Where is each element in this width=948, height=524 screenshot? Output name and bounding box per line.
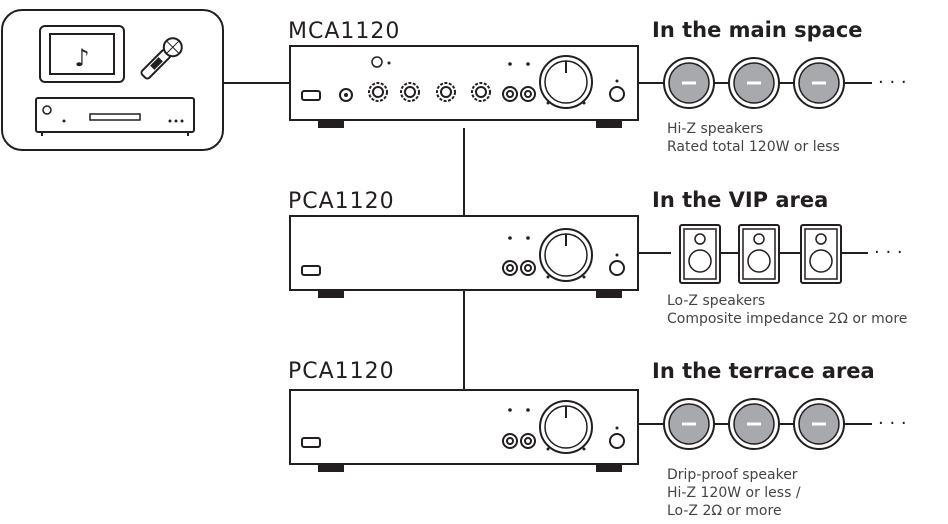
selector-buttons bbox=[502, 433, 536, 449]
zone-note: Rated total 120W or less bbox=[667, 139, 840, 155]
zone-title: In the VIP area bbox=[652, 188, 828, 212]
usb-port-icon bbox=[301, 265, 321, 276]
power-button-icon bbox=[609, 86, 625, 102]
ceiling-speaker-icon bbox=[663, 57, 715, 109]
zone-note: Drip-proof speaker bbox=[667, 467, 798, 483]
amp-name-label: PCA1120 bbox=[288, 189, 395, 214]
amplifier-pca1120-terrace: PCA1120 bbox=[288, 359, 639, 472]
ceiling-speaker-icon bbox=[663, 398, 715, 450]
zone-vip-area: In the VIP area · · · Lo-Z speakers Comp… bbox=[652, 188, 907, 327]
volume-knob-icon bbox=[539, 228, 593, 282]
zone-note: Lo-Z speakers bbox=[667, 293, 765, 309]
power-button-icon bbox=[609, 260, 625, 276]
ceiling-speaker-icon bbox=[728, 57, 780, 109]
ellipsis-label: · · · bbox=[878, 72, 907, 93]
amp-name-label: MCA1120 bbox=[288, 19, 400, 44]
ceiling-speaker-icon bbox=[793, 57, 845, 109]
usb-port-icon bbox=[301, 90, 321, 101]
amplifier-pca1120-vip: PCA1120 bbox=[288, 189, 639, 298]
amp-foot bbox=[596, 290, 622, 298]
bookshelf-speaker-icon bbox=[679, 224, 721, 284]
cd-player-icon bbox=[35, 97, 195, 136]
zone-terrace-area: In the terrace area · · · Drip-proof spe… bbox=[652, 359, 907, 519]
ceiling-speaker-icon bbox=[728, 398, 780, 450]
zone-note: Composite impedance 2Ω or more bbox=[667, 311, 907, 327]
amp-foot bbox=[596, 464, 622, 472]
amplifier-mca1120: MCA1120 bbox=[288, 19, 639, 128]
selector-buttons bbox=[502, 260, 536, 276]
volume-knob-icon bbox=[539, 400, 593, 454]
bookshelf-speaker-icon bbox=[738, 224, 780, 284]
zone-title: In the terrace area bbox=[652, 359, 875, 383]
zone-note: Hi-Z speakers bbox=[667, 121, 763, 137]
selector-buttons bbox=[502, 86, 536, 102]
mic-input-icon bbox=[371, 56, 383, 68]
amp-foot bbox=[596, 120, 622, 128]
amp-foot bbox=[318, 290, 344, 298]
volume-knob-icon bbox=[539, 55, 593, 109]
usb-port-icon bbox=[301, 437, 321, 448]
audio-source-group: ♪ bbox=[1, 9, 224, 151]
microphone-icon bbox=[140, 37, 183, 80]
zone-title: In the main space bbox=[652, 18, 863, 42]
ellipsis-label: · · · bbox=[878, 413, 907, 434]
amp-foot bbox=[318, 120, 344, 128]
ellipsis-label: · · · bbox=[874, 242, 903, 263]
amp-foot bbox=[318, 464, 344, 472]
bookshelf-speaker-icon bbox=[800, 224, 842, 284]
zone-note: Hi-Z 120W or less / bbox=[667, 485, 801, 501]
music-symbol: ♪ bbox=[74, 44, 89, 72]
ceiling-speaker-icon bbox=[793, 398, 845, 450]
music-note-icon: ♪ bbox=[39, 25, 125, 83]
amp-name-label: PCA1120 bbox=[288, 359, 395, 384]
zone-note: Lo-Z 2Ω or more bbox=[667, 503, 782, 519]
knob-row bbox=[368, 82, 491, 102]
power-button-icon bbox=[609, 433, 625, 449]
zone-main-space: In the main space · · · Hi-Z speakers Ra… bbox=[652, 18, 907, 155]
